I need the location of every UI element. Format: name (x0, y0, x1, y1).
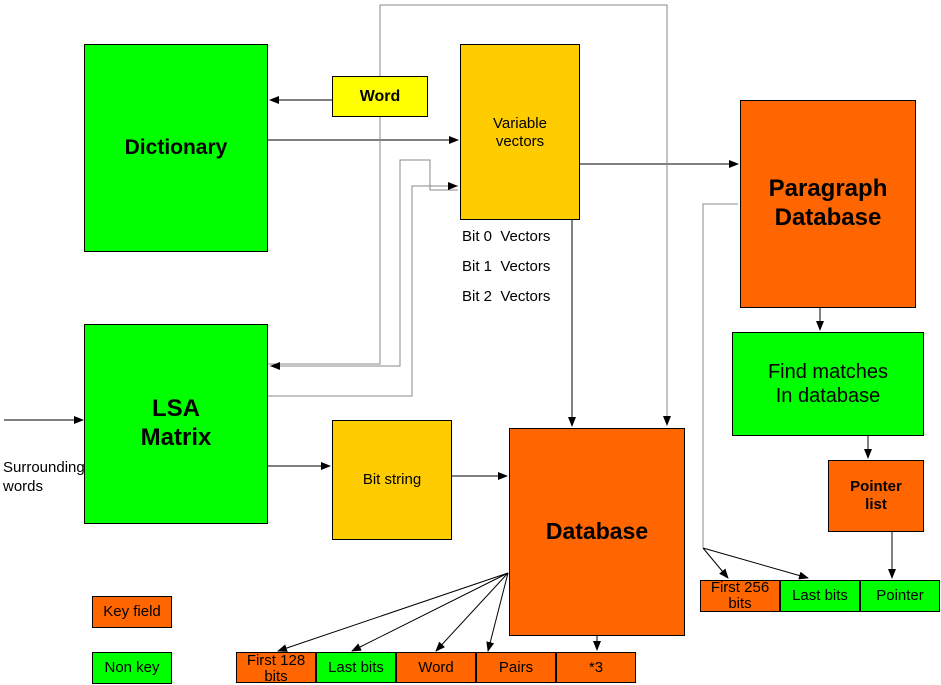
pointer-list-label: Pointer list (850, 478, 902, 513)
word-box: Word (332, 76, 428, 117)
db-field-word-label: Word (418, 658, 454, 676)
word-label: Word (359, 87, 401, 105)
db-field-last-bits-label: Last bits (328, 658, 384, 676)
bit-vectors-2: Bit 2 Vectors (462, 288, 551, 305)
variable-vectors-box: Variable vectors (460, 44, 580, 220)
db-field-pairs: Pairs (476, 652, 556, 683)
db-field-times3-label: *3 (588, 658, 604, 676)
bit-vectors-1: Bit 1 Vectors (462, 258, 551, 275)
find-matches-label: Find matches In database (767, 361, 889, 407)
db-field-times3: *3 (556, 652, 636, 683)
legend-key-field-label: Key field (103, 603, 161, 620)
db-field-first-128: First 128 bits (236, 652, 316, 685)
find-matches-box: Find matches In database (732, 332, 924, 436)
dictionary-label: Dictionary (124, 136, 228, 160)
bit-string-box: Bit string (332, 420, 452, 540)
pointer-list-box: Pointer list (828, 460, 924, 532)
lsa-matrix-box: LSA Matrix (84, 324, 268, 524)
dictionary-box: Dictionary (84, 44, 268, 252)
legend-key-field: Key field (92, 596, 172, 628)
db-field-pairs-label: Pairs (498, 658, 534, 676)
paragraph-field-last-bits: Last bits (780, 580, 860, 612)
db-field-first-128-label: First 128 bits (246, 652, 306, 685)
bit-vectors-0: Bit 0 Vectors (462, 228, 551, 245)
database-label: Database (545, 518, 649, 545)
paragraph-field-first-256-label: First 256 bits (710, 578, 770, 612)
paragraph-field-first-256: First 256 bits (700, 578, 780, 612)
db-field-last-bits: Last bits (316, 652, 396, 683)
lsa-matrix-label: LSA Matrix (140, 395, 212, 451)
paragraph-database-box: Paragraph Database (740, 100, 916, 308)
paragraph-field-last-bits-label: Last bits (792, 587, 848, 604)
legend-non-key-label: Non key (104, 659, 160, 676)
paragraph-database-label: Paragraph Database (768, 175, 888, 231)
legend-non-key: Non key (92, 652, 172, 684)
db-field-word: Word (396, 652, 476, 683)
database-box: Database (509, 428, 685, 636)
paragraph-field-pointer: Pointer (860, 580, 940, 612)
variable-vectors-label: Variable vectors (493, 115, 547, 150)
bit-string-label: Bit string (362, 471, 422, 488)
paragraph-field-pointer-label: Pointer (876, 587, 924, 604)
surrounding-words-label: Surrounding words (3, 459, 85, 495)
